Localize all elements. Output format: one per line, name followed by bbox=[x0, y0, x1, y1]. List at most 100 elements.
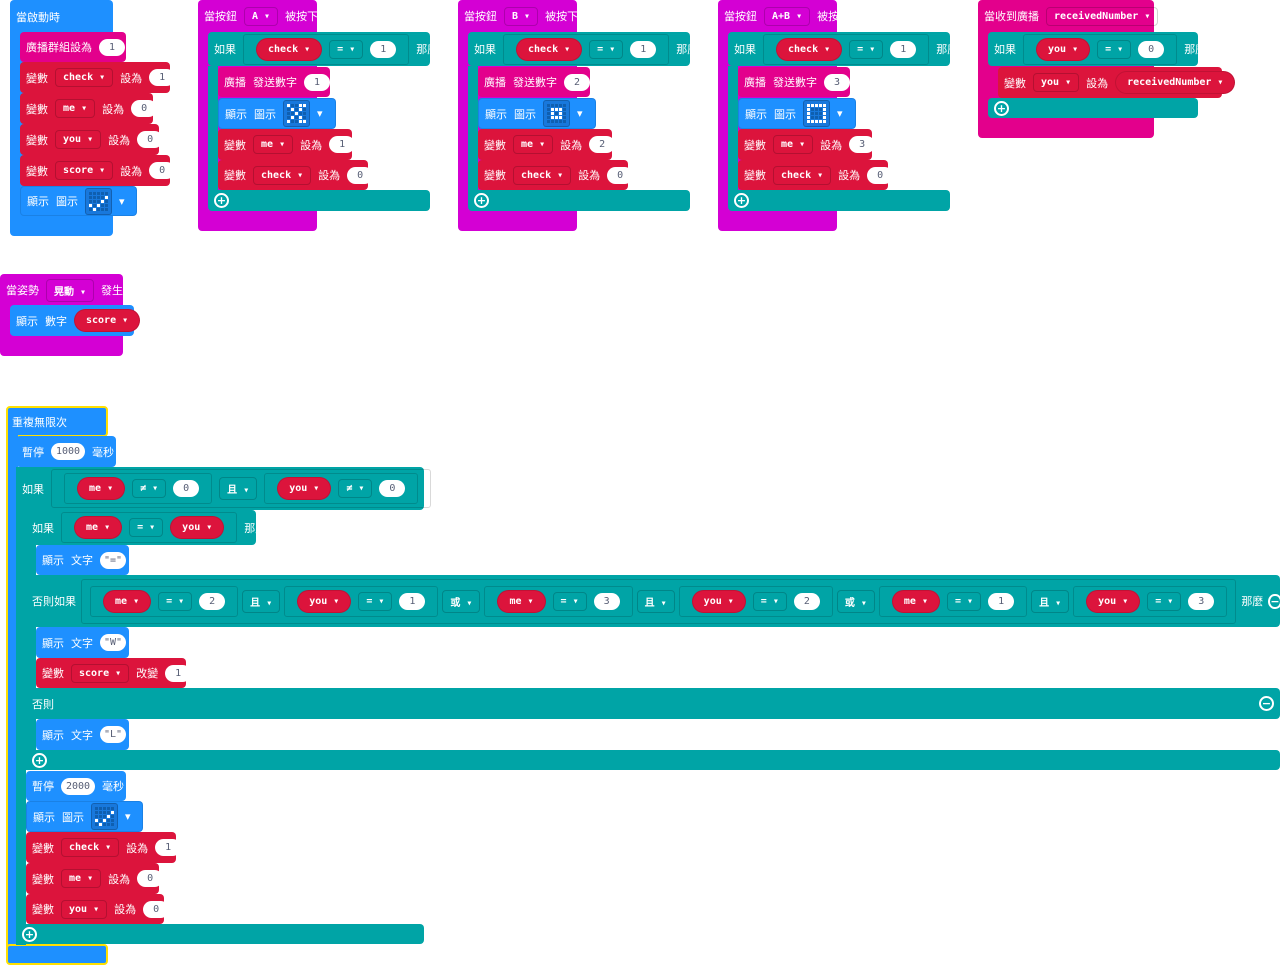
led-icon-picker[interactable] bbox=[543, 100, 570, 127]
add-icon[interactable]: + bbox=[474, 193, 489, 208]
var-reporter[interactable]: you bbox=[691, 589, 746, 613]
ms-input[interactable]: 1000 bbox=[51, 443, 85, 460]
show-string-block[interactable]: 顯示文字"W" bbox=[36, 627, 129, 658]
var-reporter[interactable]: check bbox=[776, 37, 843, 61]
chevron-down-icon[interactable] bbox=[125, 810, 131, 823]
var-reporter[interactable]: check bbox=[516, 37, 583, 61]
chevron-down-icon[interactable] bbox=[577, 107, 583, 120]
set-var-block[interactable]: 變數you設為0 bbox=[26, 894, 170, 924]
add-icon[interactable]: + bbox=[32, 752, 47, 768]
value-input[interactable]: 1 bbox=[304, 73, 330, 91]
logic-dropdown[interactable]: 且 bbox=[1031, 589, 1070, 613]
add-icon[interactable]: + bbox=[214, 193, 229, 208]
else-row[interactable]: 否則− bbox=[26, 688, 1280, 719]
show-icon-block[interactable]: 顯示圖示 bbox=[738, 98, 856, 129]
var-dropdown[interactable]: you bbox=[1033, 73, 1080, 92]
var-reporter[interactable]: me bbox=[497, 589, 546, 613]
chevron-down-icon[interactable] bbox=[837, 107, 843, 120]
string-input[interactable]: "W" bbox=[100, 634, 126, 651]
value-input[interactable]: 3 bbox=[824, 73, 850, 91]
value-input[interactable]: 0 bbox=[379, 480, 406, 497]
var-reporter[interactable]: you bbox=[277, 477, 332, 500]
set-var-block[interactable]: 變數score設為0 bbox=[20, 155, 176, 186]
set-var-block[interactable]: 變數me設為3 bbox=[738, 129, 876, 160]
operator-dropdown[interactable]: = bbox=[158, 591, 193, 611]
group-input[interactable]: 1 bbox=[99, 38, 125, 56]
set-var-block[interactable]: 變數you設為0 bbox=[20, 124, 164, 155]
set-var-block[interactable]: 變數check設為0 bbox=[738, 160, 894, 190]
value-input[interactable]: 0 bbox=[137, 870, 164, 887]
value-input[interactable]: 1 bbox=[155, 839, 182, 856]
show-icon-block[interactable]: 顯示圖示 bbox=[20, 186, 137, 216]
operator-dropdown[interactable]: = bbox=[552, 591, 587, 611]
set-var-block[interactable]: 變數me設為1 bbox=[218, 129, 356, 160]
logic-dropdown[interactable]: 或 bbox=[442, 589, 481, 613]
logic-dropdown[interactable]: 且 bbox=[219, 477, 258, 500]
value-input[interactable]: 0 bbox=[607, 166, 634, 184]
chevron-down-icon[interactable] bbox=[317, 107, 323, 120]
led-icon-picker[interactable] bbox=[85, 187, 112, 215]
operator-dropdown[interactable]: = bbox=[947, 591, 982, 611]
string-input[interactable]: "L" bbox=[100, 726, 126, 743]
var-dropdown[interactable]: score bbox=[55, 161, 114, 180]
button-dropdown[interactable]: B bbox=[504, 6, 539, 26]
var-dropdown[interactable]: you bbox=[55, 130, 102, 149]
value-input[interactable]: 2 bbox=[793, 592, 820, 610]
led-icon-picker[interactable] bbox=[803, 100, 830, 127]
var-dropdown[interactable]: me bbox=[253, 135, 294, 154]
operator-dropdown[interactable]: = bbox=[589, 39, 624, 59]
set-var-block[interactable]: 變數me設為2 bbox=[478, 129, 616, 160]
logic-dropdown[interactable]: 或 bbox=[836, 589, 875, 613]
button-dropdown[interactable]: A bbox=[244, 6, 279, 26]
show-icon-block[interactable]: 顯示圖示 bbox=[478, 98, 596, 129]
show-string-block[interactable]: 顯示文字"L" bbox=[36, 719, 129, 750]
logic-dropdown[interactable]: 且 bbox=[636, 589, 675, 613]
var-dropdown[interactable]: you bbox=[61, 899, 108, 919]
var-reporter[interactable]: score bbox=[74, 309, 141, 332]
operator-dropdown[interactable]: = bbox=[329, 39, 364, 59]
value-input[interactable]: 1 bbox=[370, 40, 397, 58]
remove-icon[interactable]: − bbox=[1259, 696, 1274, 711]
var-dropdown[interactable]: check bbox=[773, 165, 832, 185]
value-input[interactable]: 1 bbox=[329, 136, 356, 153]
value-input[interactable]: 0 bbox=[867, 166, 894, 184]
value-input[interactable]: 2 bbox=[199, 592, 226, 610]
value-input[interactable]: 2 bbox=[564, 73, 590, 91]
button-dropdown[interactable]: A+B bbox=[764, 6, 811, 26]
operator-dropdown[interactable]: = bbox=[129, 518, 164, 537]
var-reporter[interactable]: you bbox=[170, 516, 225, 539]
gesture-dropdown[interactable]: 晃動 bbox=[46, 278, 95, 302]
value-input[interactable]: 1 bbox=[399, 592, 426, 610]
show-string-block[interactable]: 顯示文字"=" bbox=[36, 545, 129, 575]
set-var-block[interactable]: 變數me設為0 bbox=[20, 93, 158, 124]
var-reporter[interactable]: me bbox=[74, 516, 123, 539]
var-reporter[interactable]: me bbox=[77, 477, 126, 500]
value-input[interactable]: 0 bbox=[137, 131, 164, 148]
change-var-block[interactable]: 變數score改變1 bbox=[36, 658, 192, 688]
operator-dropdown[interactable]: = bbox=[1097, 39, 1132, 59]
var-dropdown[interactable]: me bbox=[61, 869, 102, 888]
remove-icon[interactable]: − bbox=[1268, 593, 1280, 609]
value-input[interactable]: 1 bbox=[630, 40, 657, 58]
string-input[interactable]: "=" bbox=[100, 551, 126, 569]
var-dropdown[interactable]: check bbox=[253, 165, 312, 185]
var-dropdown[interactable]: me bbox=[513, 135, 554, 154]
var-dropdown[interactable]: me bbox=[773, 135, 814, 154]
ms-input[interactable]: 2000 bbox=[61, 777, 95, 795]
value-input[interactable]: 1 bbox=[988, 592, 1015, 610]
set-var-block[interactable]: 變數check設為1 bbox=[20, 62, 176, 93]
add-icon[interactable]: + bbox=[994, 100, 1009, 116]
value-input[interactable]: 2 bbox=[589, 136, 616, 153]
add-icon[interactable]: + bbox=[734, 193, 749, 208]
